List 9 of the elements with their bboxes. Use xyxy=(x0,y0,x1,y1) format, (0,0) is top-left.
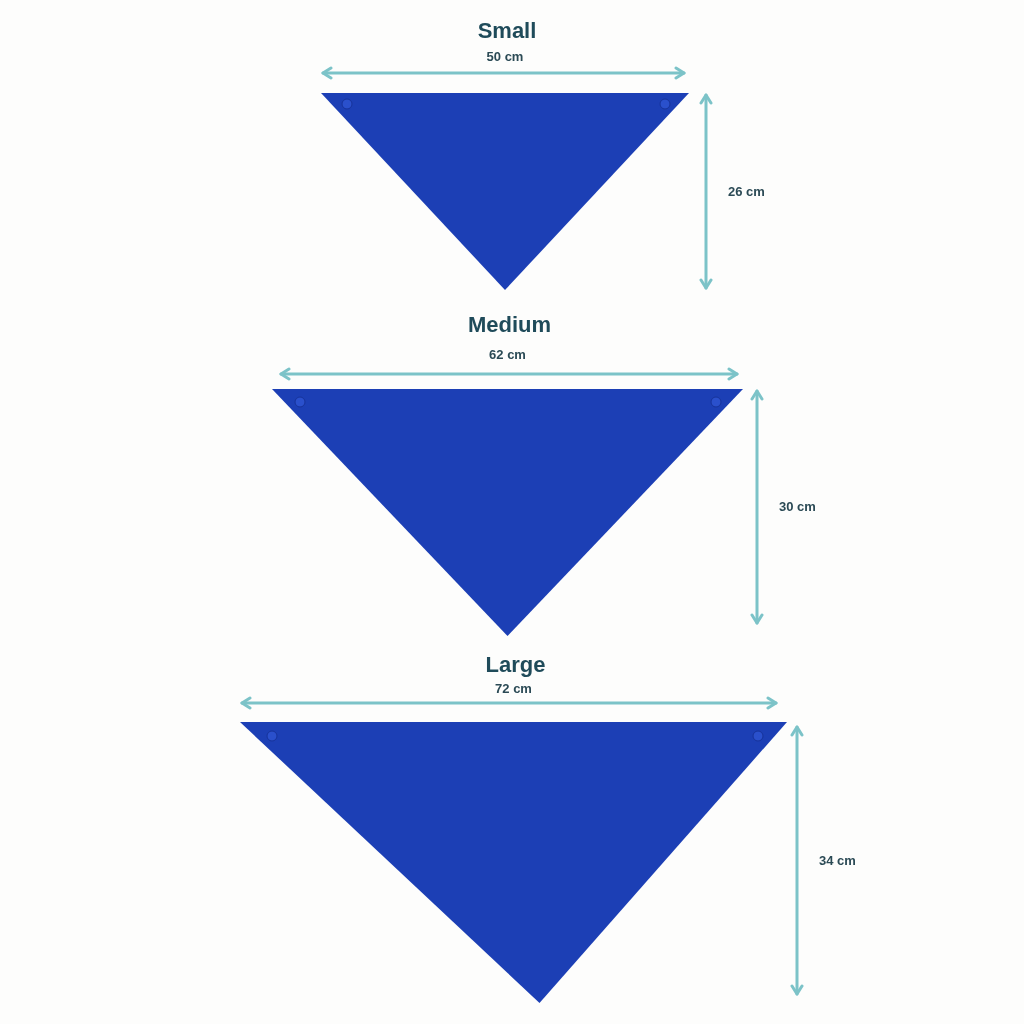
size-heading: Medium xyxy=(467,310,552,339)
size-heading: Large xyxy=(485,650,546,679)
height-dimension: 26 cm xyxy=(728,182,765,201)
height-dimension: 30 cm xyxy=(779,498,816,517)
width-dimension: 62 cm xyxy=(489,346,526,365)
width-dimension: 72 cm xyxy=(495,680,532,699)
size-heading: Small xyxy=(477,16,537,45)
width-dimension: 50 cm xyxy=(486,48,524,67)
height-dimension: 34 cm xyxy=(819,851,856,870)
